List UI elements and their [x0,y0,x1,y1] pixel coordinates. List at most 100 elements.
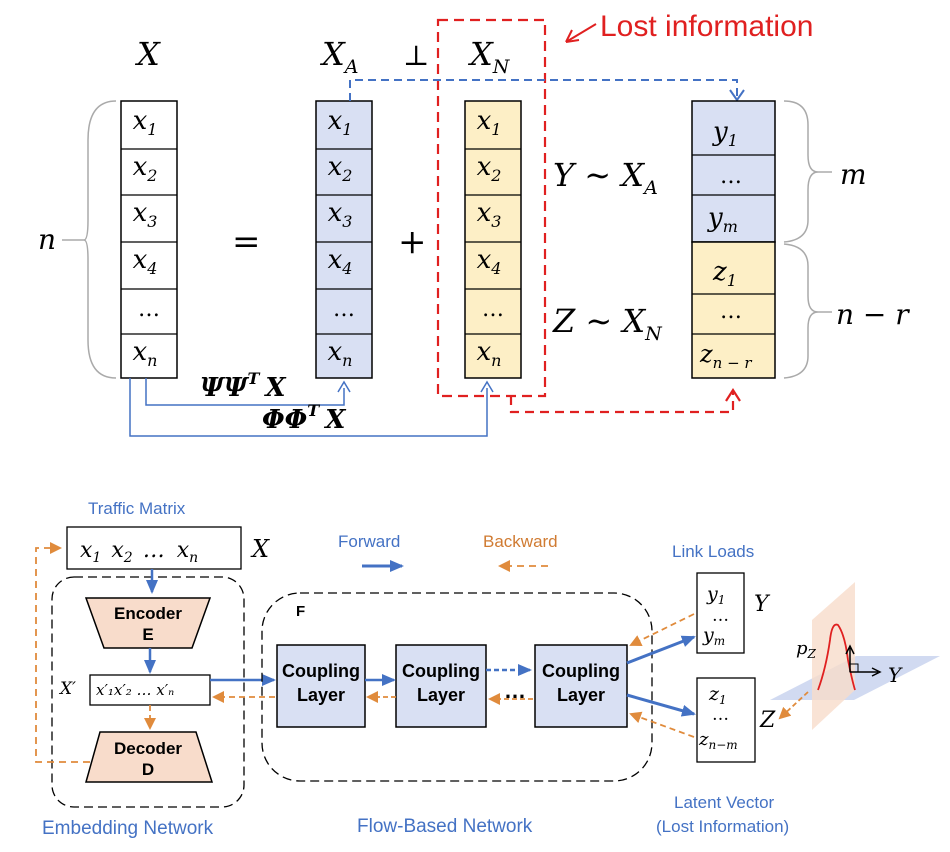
y-output-y1: y1 [706,583,725,607]
backward-label: Backward [483,532,558,551]
coupling-layer-3-line1: Coupling [542,661,620,681]
plane-Y-label: Y [888,663,903,687]
m-brace [783,100,819,243]
z-output-dots: … [712,705,729,725]
traffic-matrix-label: Traffic Matrix [88,499,186,518]
xn-cell-6: xn [477,337,502,370]
x-cell-6: xn [133,337,158,370]
x-cell-2: x2 [133,152,158,185]
latent-plane-illustration [770,582,940,730]
header-X: X [134,35,161,73]
xn-cell-5: … [482,297,504,322]
xn-column [464,100,522,379]
phi-arrowhead [480,380,494,393]
z-output-znm: zn−m [698,729,738,752]
psi-arrow [145,378,345,406]
z-output-label: Z [759,708,776,733]
equals-sign: = [232,222,261,262]
flow-F-label: F [296,603,305,620]
encoder-block [84,597,212,649]
lost-information-bottom-label: (Lost Information) [656,817,789,836]
x-cell-1: x1 [133,106,158,139]
n-brace [62,100,117,379]
y1-cell: y1 [712,117,738,150]
header-XN: XN [467,35,511,78]
coupling-layer-2-line2: Layer [417,685,465,705]
coupling-layer-1 [276,644,366,728]
x-column [120,100,178,379]
encoder-E-label: E [142,625,153,644]
encoder-label: Encoder [114,604,182,623]
z1-cell: z1 [712,257,737,290]
xprime-row: x′₁x′₂ … x′ₙ [96,681,174,699]
z-relation: Z ∼ XN [552,302,663,345]
coupling-layer-3-line2: Layer [557,685,605,705]
ydots-cell: … [720,164,742,189]
flow-network-frame [261,592,653,782]
coupling-layer-1-line1: Coupling [282,661,360,681]
decoder-to-input-arrow [35,542,90,763]
psi-arrowhead [337,380,351,393]
from-z-arrow [629,711,695,738]
plus-sign: + [398,222,427,262]
coupling-layer-2 [395,644,487,728]
y-output-ym: ym [702,624,725,648]
y-output-dots: … [712,606,729,626]
xa-cell-2: x2 [328,152,353,185]
lost-info-pointer-head [565,29,580,43]
yz-column [691,100,776,379]
flow-network-label: Flow-Based Network [357,816,533,837]
latent-vector-label: Latent Vector [674,793,775,812]
xprime-label: X′ [58,679,76,699]
x-cell-3: x3 [133,198,158,231]
link-loads-label: Link Loads [672,542,754,561]
xa-to-y-arrow [349,79,738,101]
xn-cell-4: x4 [477,245,502,278]
xn-cell-2: x2 [477,152,502,185]
embedding-network-frame [51,576,245,808]
to-z-arrow [626,693,696,717]
pz-label: pZ [796,638,817,661]
xa-column [315,100,373,379]
embedding-network-label: Embedding Network [42,818,214,839]
traffic-matrix-box [66,526,242,570]
zdots-cell: … [720,299,742,324]
lost-info-pointer [565,23,597,43]
n-minus-r-label: n − r [836,298,910,331]
xprime-box [89,674,211,706]
decoder-block [85,731,214,783]
xa-cell-3: x3 [328,198,353,231]
coupling-dots: … [504,678,526,703]
perp-symbol: ⊥ [403,39,429,72]
n-label: n [38,223,56,256]
m-label: m [840,158,867,191]
xn-cell-3: x3 [477,198,502,231]
coupling-layer-1-line2: Layer [297,685,345,705]
lost-info-box [436,18,547,398]
forward-label: Forward [338,532,400,551]
y-output-label: Y [754,592,771,617]
z-output-z1: z1 [708,683,727,707]
header-XA: XA [319,35,359,78]
xn-to-z-arrowhead [725,387,741,402]
x-cell-5: … [138,297,160,322]
to-y-arrow [626,635,696,665]
coupling-layer-2-line1: Coupling [402,661,480,681]
x-cell-4: x4 [133,245,158,278]
z-output-box [696,677,756,763]
xn-cell-1: x1 [477,106,502,139]
xn-to-z-arrow [509,392,735,414]
coupling-layer-3 [534,644,628,728]
xa-cell-6: xn [328,337,353,370]
xa-to-y-arrowhead [729,89,745,102]
nr-brace [783,243,819,379]
traffic-matrix-X: X [250,535,270,563]
phi-arrow [129,378,488,437]
znr-cell: zn − r [699,340,752,372]
decoder-D-label: D [142,760,154,779]
decoder-label: Decoder [114,739,182,758]
